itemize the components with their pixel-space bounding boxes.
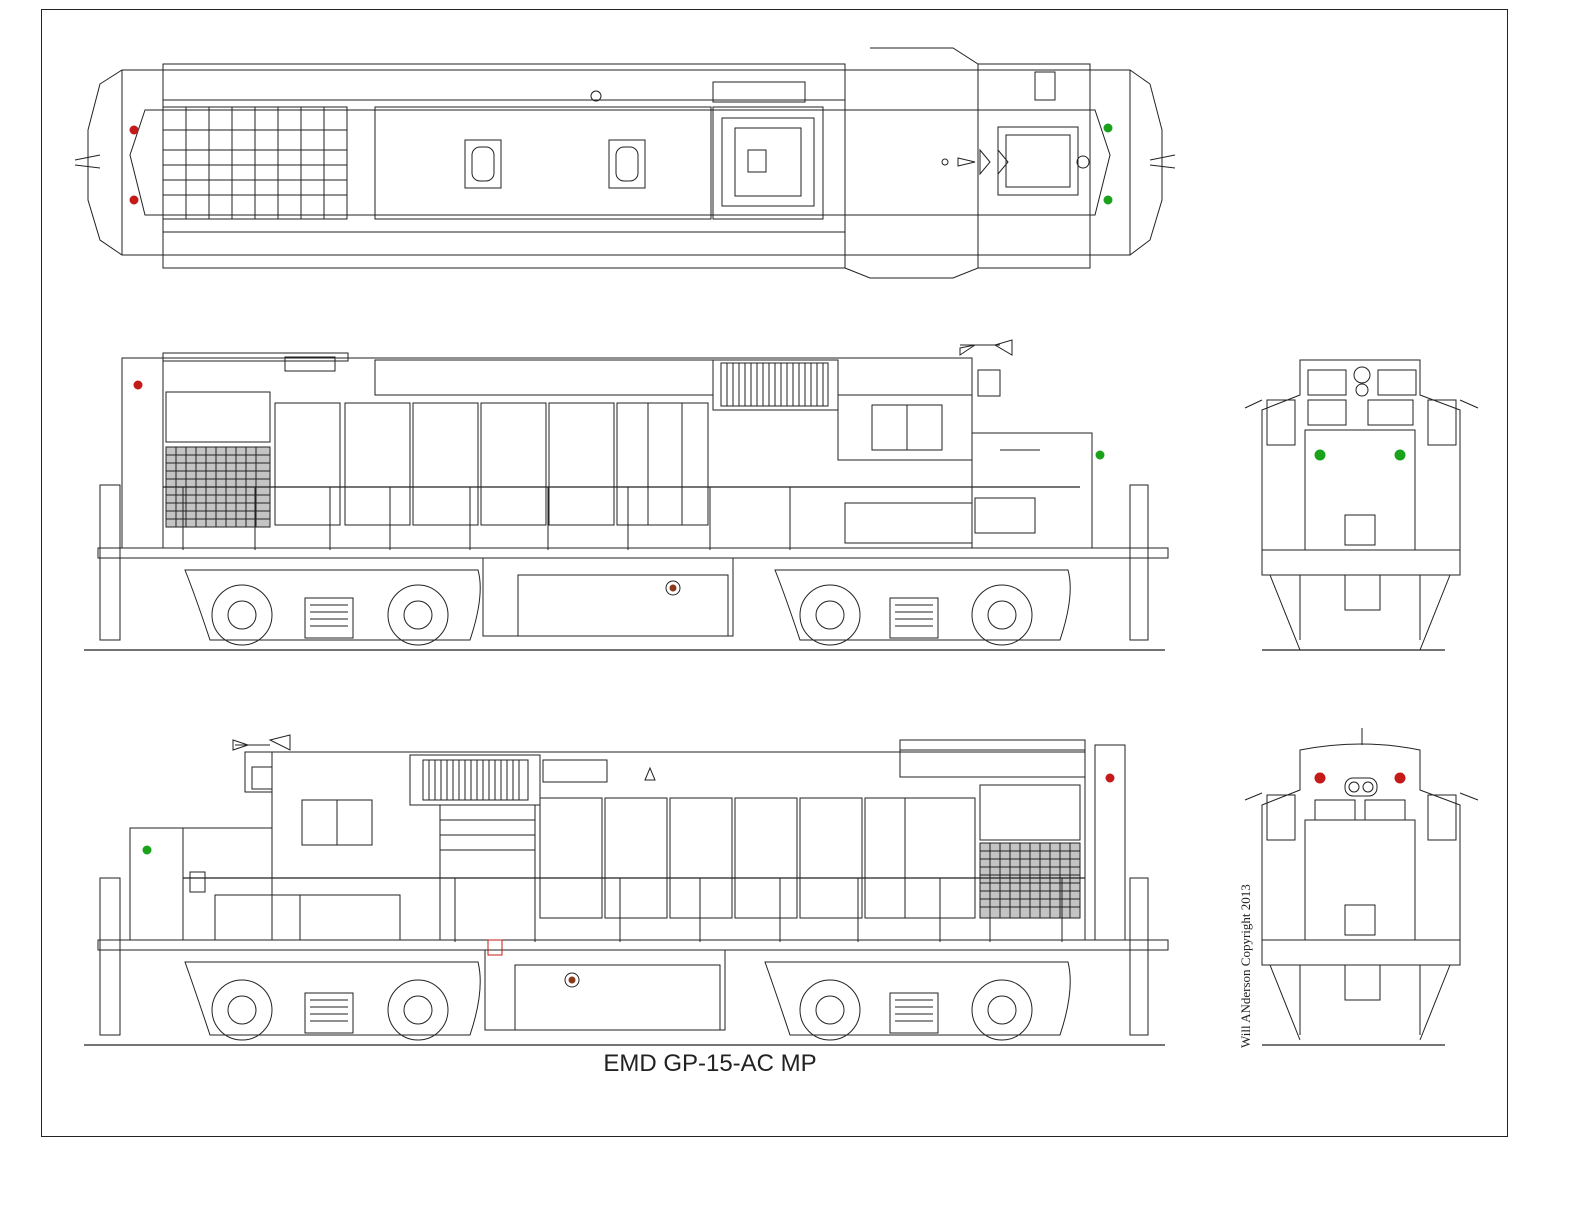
truck-rear-upper: [184, 569, 481, 646]
truck-front-lower: [764, 961, 1071, 1041]
marker-light-red: [1314, 772, 1326, 784]
side-view-lower: [84, 734, 1169, 1046]
marker-light-red: [1105, 773, 1115, 783]
engine-doors-lower: [539, 797, 976, 919]
top-view: [74, 47, 1176, 279]
marker-light-red: [1394, 772, 1406, 784]
marker-light-red: [129, 195, 139, 205]
truck-rear-lower: [184, 961, 481, 1041]
end-view-lower: [1244, 728, 1479, 1046]
marker-light-green: [1103, 123, 1113, 133]
marker-light-green: [1394, 449, 1406, 461]
marker-light-green: [1314, 449, 1326, 461]
marker-light-green: [1103, 195, 1113, 205]
dynamic-brake-grille-upper: [720, 362, 829, 407]
radiator-grille-lower: [979, 842, 1081, 919]
drawing-title: EMD GP-15-AC MP: [603, 1050, 817, 1077]
drawing-border: [41, 9, 1508, 1137]
marker-light-red: [129, 125, 139, 135]
marker-light-green: [142, 845, 152, 855]
marker-light-red: [133, 380, 143, 390]
end-view-upper: [1244, 359, 1479, 651]
engine-doors-upper: [274, 402, 709, 526]
copyright-text: Will ANderson Copyright 2013: [1238, 884, 1253, 1048]
marker-light-green: [1095, 450, 1105, 460]
side-view-upper: [84, 339, 1169, 651]
truck-front-upper: [774, 569, 1071, 646]
radiator-grid-top: [162, 106, 348, 220]
dynamic-brake-grille-lower: [422, 759, 529, 801]
